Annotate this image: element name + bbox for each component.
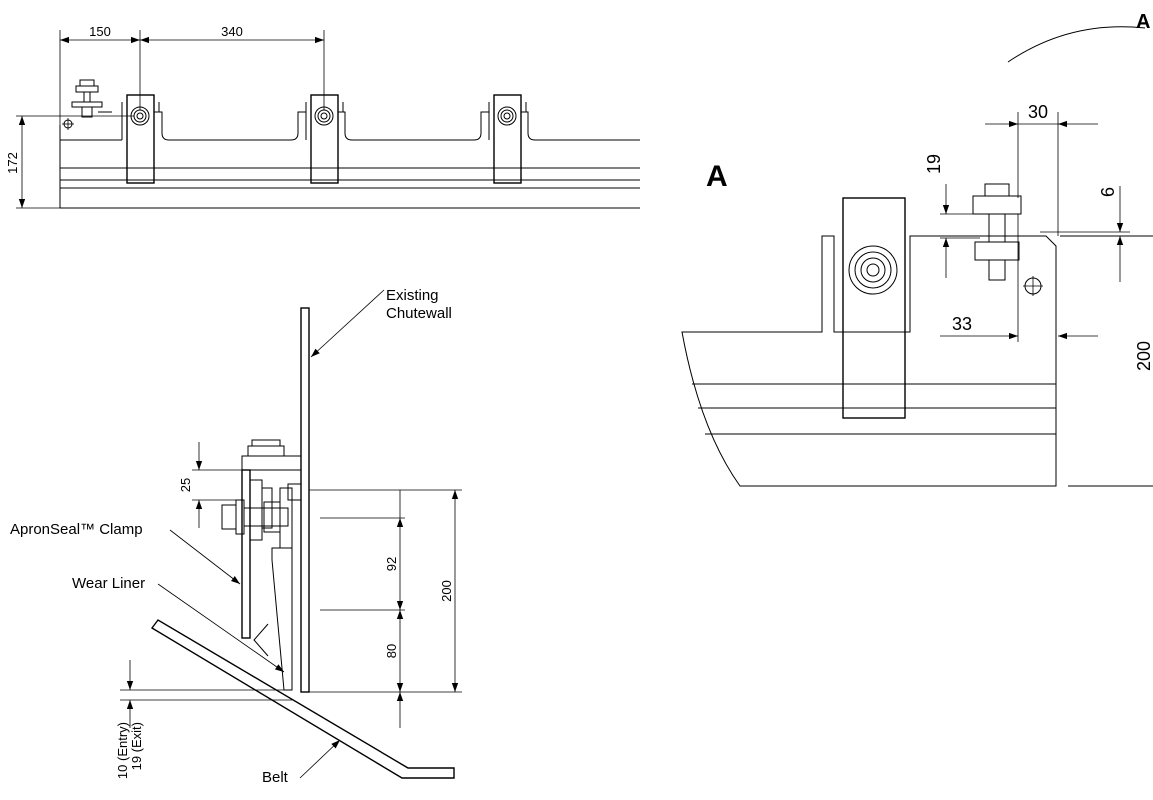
bolt-top: [62, 79, 112, 130]
dim-exit: 19 (Exit): [129, 722, 144, 770]
dim-33: 33: [952, 314, 972, 334]
dim-150: 150: [89, 24, 111, 39]
wear-liner: [271, 547, 293, 691]
dim-19-detail: 19: [924, 154, 944, 174]
label-belt: Belt: [262, 769, 289, 786]
label-wear-liner: Wear Liner: [72, 575, 145, 592]
clamp-top-1: [121, 94, 160, 184]
top-view: 150 340 172: [5, 24, 640, 209]
clamp-plate: [241, 469, 251, 639]
dim-25: 25: [178, 478, 193, 492]
clamp-detail: [842, 197, 906, 419]
detail-title: A: [706, 160, 728, 193]
clamp-top-3: [488, 94, 527, 184]
dim-200-side: 200: [439, 580, 454, 602]
detail-callout: A: [1136, 11, 1150, 33]
dim-6: 6: [1098, 187, 1118, 197]
label-existing: Existing: [386, 287, 439, 304]
dim-200-detail: 200: [1134, 341, 1153, 371]
label-chutewall: Chutewall: [386, 305, 452, 322]
label-apronseal-clamp: ApronSeal™ Clamp: [10, 521, 143, 538]
dim-340: 340: [221, 24, 243, 39]
bolt-detail: [972, 183, 1022, 281]
side-view: Existing Chutewall ApronSeal™ Clamp Wear…: [10, 287, 462, 786]
detail-a: A A 30: [681, 11, 1153, 487]
belt: [150, 619, 455, 779]
dim-entry: 10 (Entry): [115, 722, 130, 779]
dim-172: 172: [5, 152, 20, 174]
clamp-top-2: [305, 94, 344, 184]
dim-92: 92: [384, 557, 399, 571]
dim-30: 30: [1028, 102, 1048, 122]
chutewall: [300, 307, 310, 693]
dim-80: 80: [384, 644, 399, 658]
